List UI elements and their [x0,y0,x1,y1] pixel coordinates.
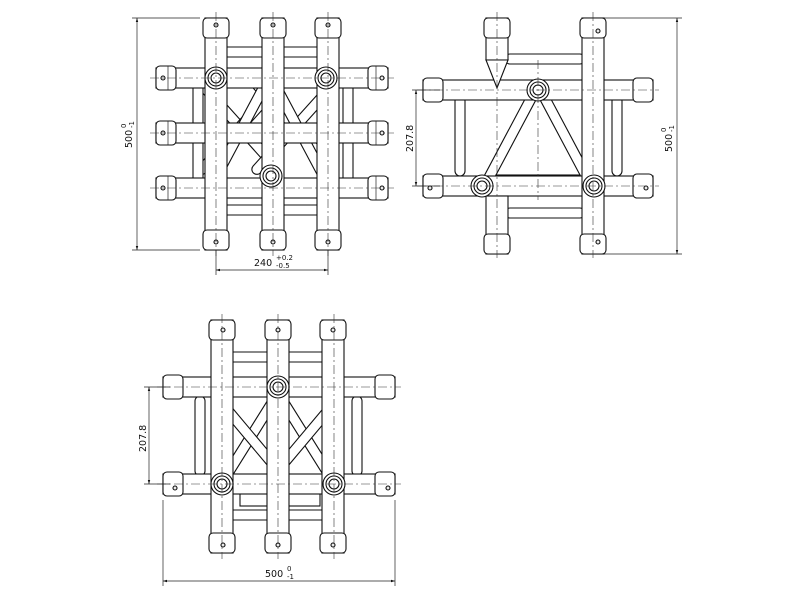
top-width-value: 240 [254,258,272,269]
top-view-centerlines [150,12,394,256]
side-height-tol-lower: -1 [668,125,676,132]
front-width-value: 500 [265,569,283,580]
side-offset-value: 207.8 [405,125,416,152]
top-height-tol-upper: 0 [120,124,128,128]
side-view-height-dimension: 500 0 -1 [604,17,682,255]
side-view-offset-dimension: 207.8 [405,89,440,187]
side-view-end-caps [422,17,654,255]
front-view: 207.8 500 0 -1 [138,314,401,586]
top-height-value: 500 [124,130,135,148]
front-width-tol-lower: -1 [287,573,294,581]
side-view: 207.8 500 0 -1 [405,12,682,258]
top-width-tol-upper: +0.2 [276,254,293,262]
front-offset-value: 207.8 [138,425,149,452]
side-view-centerlines [417,12,659,258]
side-height-value: 500 [664,134,675,152]
front-view-width-dimension: 500 0 -1 [162,500,396,586]
side-height-tol-upper: 0 [660,128,668,132]
front-view-offset-dimension: 207.8 [138,386,170,485]
front-width-tol-upper: 0 [287,565,291,573]
top-view: 500 0 -1 240 +0.2 -0.5 [120,12,394,275]
front-view-end-caps [162,319,396,554]
top-view-width-dimension: 240 +0.2 -0.5 [215,250,329,275]
top-height-tol-lower: -1 [128,121,136,128]
top-view-height-dimension: 500 0 -1 [120,17,200,251]
front-view-centerlines [157,314,401,559]
top-view-vertical-chords [204,17,340,251]
top-width-tol-lower: -0.5 [276,262,290,270]
